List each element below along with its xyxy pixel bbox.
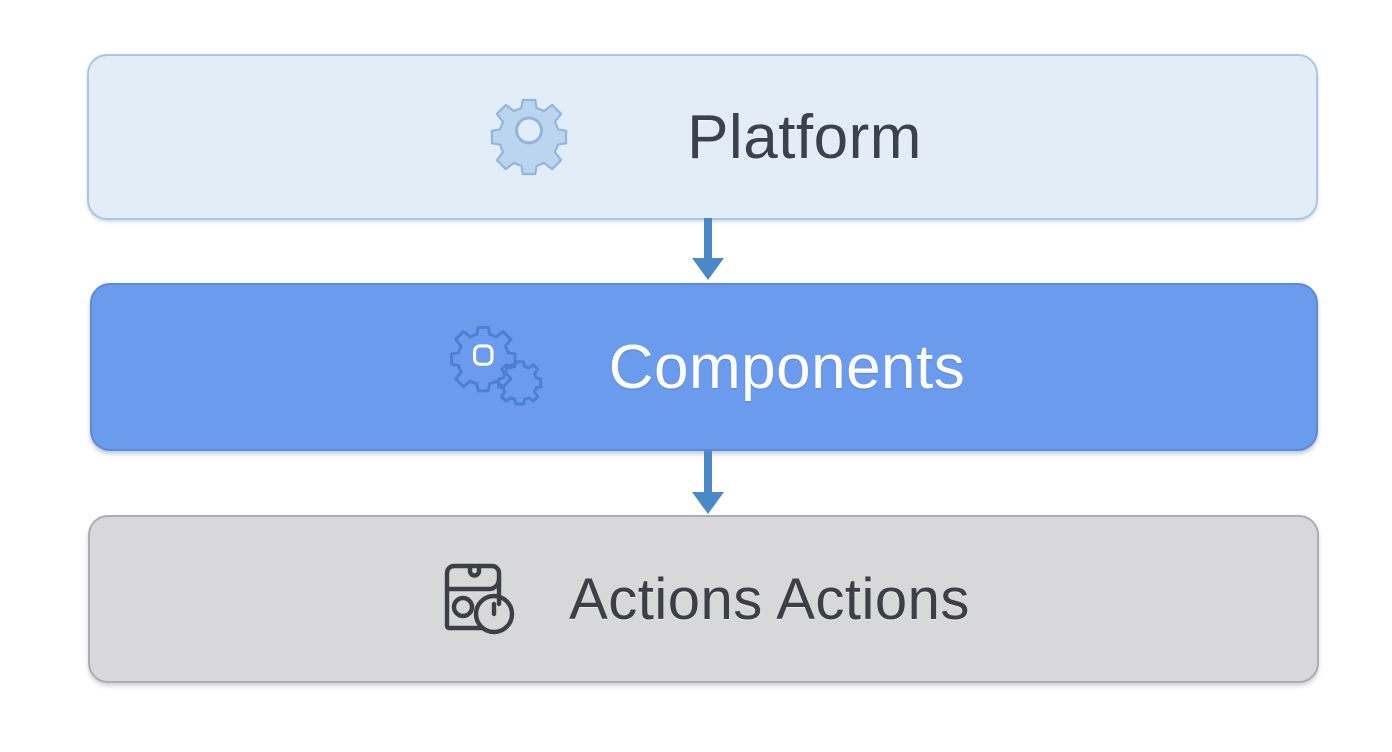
- node-components-label: Components: [608, 332, 966, 402]
- two-gears-icon: [443, 321, 551, 413]
- node-actions[interactable]: Actions Actions: [88, 515, 1319, 683]
- node-platform-label: Platform: [687, 102, 922, 172]
- connector-arrow-platform-to-components: [686, 218, 730, 282]
- node-actions-label: Actions Actions: [569, 566, 970, 632]
- schedule-card-clock-icon: [437, 557, 521, 641]
- node-components[interactable]: Components: [90, 283, 1318, 451]
- node-platform[interactable]: Platform: [87, 54, 1318, 220]
- connector-arrow-components-to-actions: [686, 450, 730, 516]
- gear-icon: [483, 91, 575, 183]
